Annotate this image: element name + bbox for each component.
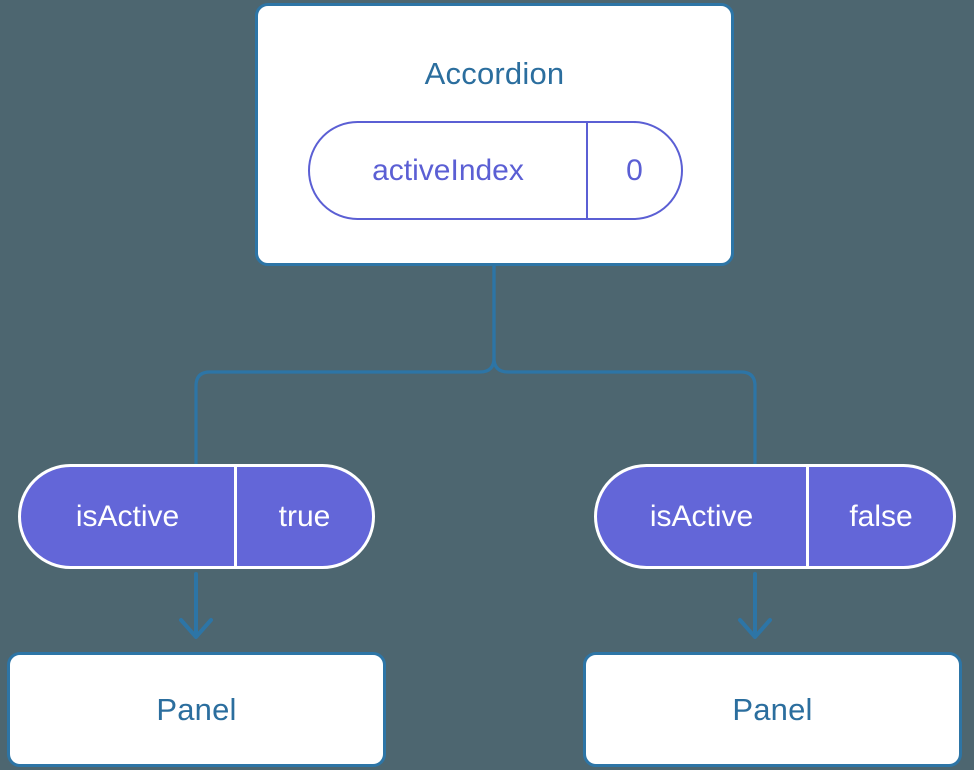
prop-badge-isactive-true[interactable]: isActive true [18,464,375,569]
node-panel-left-title: Panel [156,692,237,727]
arrow-head-left-icon [179,618,213,639]
prop-badge-activeindex-key: activeIndex [310,123,588,218]
prop-badge-activeindex-value: 0 [626,153,643,187]
node-panel-right[interactable]: Panel [583,652,962,767]
prop-badge-isactive-false[interactable]: isActive false [594,464,956,569]
prop-badge-isactive-true-key: isActive [21,467,237,566]
node-panel-right-title: Panel [732,692,813,727]
node-panel-left[interactable]: Panel [7,652,386,767]
arrow-head-right-icon [738,618,772,639]
prop-badge-isactive-true-value: true [278,499,331,533]
connector-root-to-right [492,264,757,468]
connector-root-to-left [194,264,496,468]
prop-badge-isactive-false-value: false [849,499,913,533]
node-accordion-title: Accordion [424,56,565,91]
prop-badge-activeindex[interactable]: activeIndex 0 [308,121,683,220]
prop-badge-isactive-false-key: isActive [597,467,809,566]
